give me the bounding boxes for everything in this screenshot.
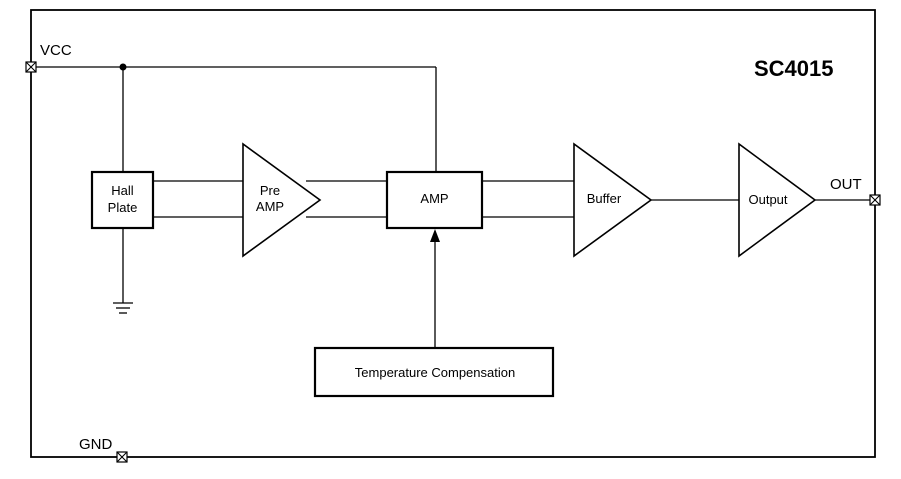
vcc-pin-label: VCC bbox=[40, 42, 72, 59]
gnd-pin-icon bbox=[116, 451, 128, 463]
out-pin-label: OUT bbox=[830, 176, 862, 193]
temperature-compensation-block bbox=[313, 346, 555, 398]
pre-amp-label-line1: Pre bbox=[260, 183, 280, 198]
pre-amp-block bbox=[242, 142, 322, 258]
ground-symbol-icon bbox=[113, 302, 133, 314]
chip-outline bbox=[30, 9, 876, 458]
buffer-label: Buffer bbox=[587, 191, 622, 206]
temperature-compensation-label: Temperature Compensation bbox=[355, 365, 515, 380]
hall-plate-block bbox=[90, 170, 155, 230]
gnd-pin-label: GND bbox=[79, 436, 113, 453]
output-label: Output bbox=[748, 192, 787, 207]
chip-title: SC4015 bbox=[754, 56, 834, 81]
tempcomp-arrow-icon bbox=[430, 229, 440, 242]
amp-block bbox=[385, 170, 484, 230]
out-pin-icon bbox=[869, 194, 881, 206]
pre-amp-label-line2: AMP bbox=[256, 199, 284, 214]
buffer-block bbox=[573, 142, 653, 258]
hall-plate-label-line1: Hall bbox=[111, 183, 134, 198]
hall-plate-label-line2: Plate bbox=[108, 200, 138, 215]
output-block bbox=[738, 142, 817, 258]
vcc-pin-icon bbox=[25, 61, 37, 73]
amp-label: AMP bbox=[420, 191, 448, 206]
